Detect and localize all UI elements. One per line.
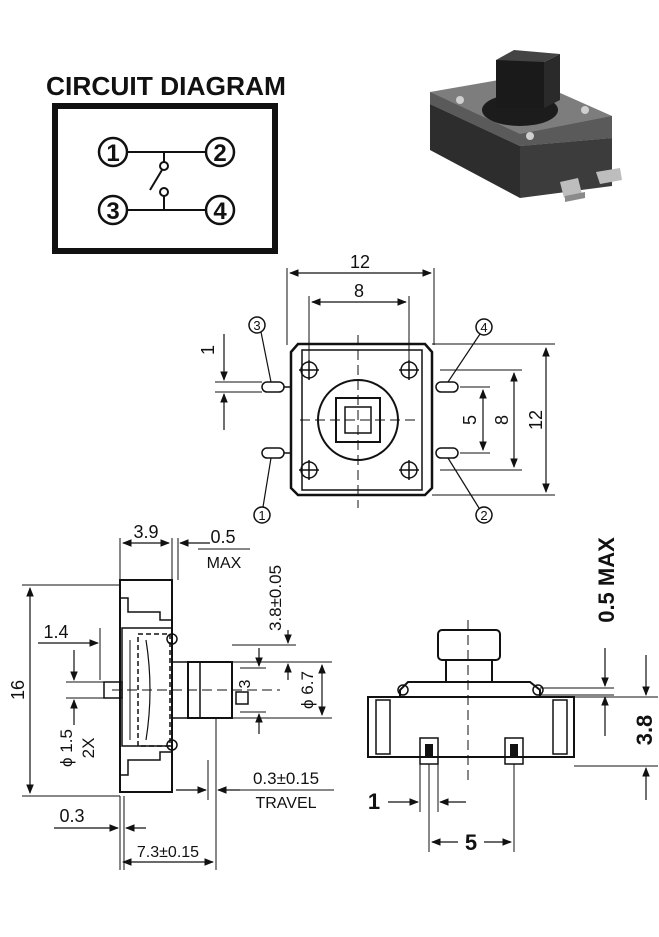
dim-front-pin-pitch: 5 <box>465 830 477 855</box>
dim-total-7-3: 7.3±0.15 <box>137 844 199 861</box>
dim-actuator-square: 3 <box>237 679 254 688</box>
top-view: 12 8 12 8 5 1 3 1 <box>198 252 555 524</box>
dim-hole-count: 2X <box>79 738 98 759</box>
dim-actuator-diameter: ϕ 6.7 <box>298 671 317 709</box>
circuit-diagram-title: CIRCUIT DIAGRAM <box>46 71 286 101</box>
svg-text:4: 4 <box>213 198 227 225</box>
dim-front-height-3-8: 3.8 <box>632 715 657 746</box>
top-pin-2-callout: 2 <box>447 457 493 524</box>
dim-top-height-8: 8 <box>492 415 512 425</box>
dim-top-height-12: 12 <box>526 410 546 430</box>
circuit-pin-2: 2 <box>204 136 236 168</box>
dim-height-16: 16 <box>8 680 28 700</box>
side-view: 3 3.9 0.5 MAX 3.8±0.05 ϕ 6.7 16 1.4 <box>8 522 334 870</box>
dim-max-label: MAX <box>207 555 242 572</box>
top-view-body <box>289 342 434 497</box>
svg-text:2: 2 <box>213 140 226 167</box>
front-body <box>367 696 575 758</box>
circuit-pin-3: 3 <box>97 194 129 226</box>
dim-top-width-12: 12 <box>350 252 370 272</box>
switch-contact <box>149 169 163 191</box>
circuit-pin-4: 4 <box>204 194 236 226</box>
dim-pin-offset-1: 1 <box>198 345 218 355</box>
top-pin-3-callout: 3 <box>248 316 272 383</box>
top-pin-4-callout: 4 <box>447 318 493 383</box>
dim-top-width-8: 8 <box>354 281 364 301</box>
circuit-pin-1: 1 <box>97 136 129 168</box>
dim-travel-label: TRAVEL <box>255 795 316 812</box>
dim-depth-3-9: 3.9 <box>133 522 158 542</box>
svg-text:3: 3 <box>253 318 260 333</box>
front-view: 0.5 MAX 3.8 1 5 <box>367 537 658 855</box>
svg-text:3: 3 <box>106 198 119 225</box>
svg-text:1: 1 <box>258 508 265 523</box>
dim-travel-value: 0.3±0.15 <box>253 769 319 788</box>
dim-max-top-0-5: 0.5 <box>210 527 235 547</box>
svg-text:4: 4 <box>480 320 487 335</box>
dim-hole-diameter: ϕ 1.5 <box>57 729 76 767</box>
dim-actuator-height: 3.8±0.05 <box>266 565 285 631</box>
switch-photo <box>430 50 622 202</box>
dim-lead-0-3: 0.3 <box>59 806 84 826</box>
circuit-frame <box>52 103 278 254</box>
svg-text:1: 1 <box>106 140 119 167</box>
svg-text:2: 2 <box>480 508 487 523</box>
dim-offset-1-4: 1.4 <box>43 622 68 642</box>
dim-front-top-max: 0.5 MAX <box>594 537 619 623</box>
circuit-diagram: CIRCUIT DIAGRAM 1 2 3 4 <box>46 71 286 254</box>
top-pin-1-callout: 1 <box>253 457 272 524</box>
dim-pin-gap-5: 5 <box>460 415 480 425</box>
dim-front-pin-width: 1 <box>368 789 380 814</box>
front-actuator <box>437 629 501 661</box>
